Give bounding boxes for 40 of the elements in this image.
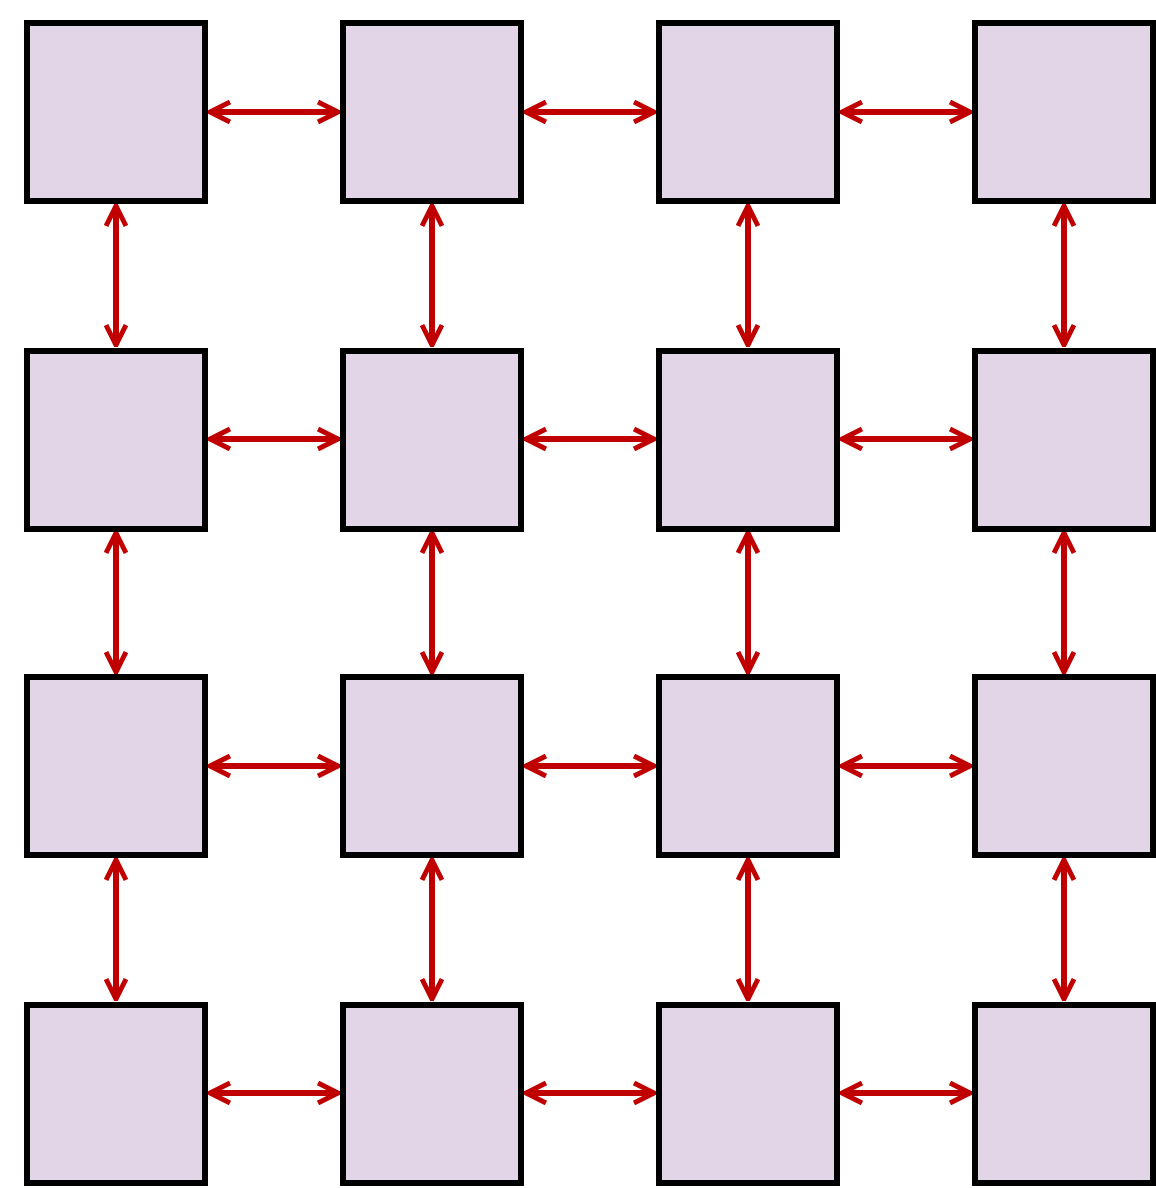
square-box (972, 347, 1156, 531)
double-arrow (839, 1080, 973, 1106)
square-box (656, 1001, 840, 1185)
double-arrow (103, 203, 129, 348)
square-box (340, 20, 524, 204)
double-arrow (735, 203, 761, 348)
double-arrow (735, 857, 761, 1002)
double-arrow (1051, 857, 1077, 1002)
double-arrow (839, 426, 973, 452)
square-box (972, 1001, 1156, 1185)
double-arrow (103, 857, 129, 1002)
square-box (656, 674, 840, 858)
square-box (24, 674, 208, 858)
double-arrow (523, 753, 657, 779)
double-arrow (419, 857, 445, 1002)
square-box (340, 674, 524, 858)
double-arrow (735, 530, 761, 675)
double-arrow (207, 1080, 341, 1106)
square-box (972, 20, 1156, 204)
double-arrow (1051, 203, 1077, 348)
square-box (656, 20, 840, 204)
double-arrow (207, 753, 341, 779)
double-arrow (419, 203, 445, 348)
double-arrow (1051, 530, 1077, 675)
double-arrow (523, 1080, 657, 1106)
square-box (340, 1001, 524, 1185)
double-arrow (103, 530, 129, 675)
double-arrow (207, 99, 341, 125)
square-box (972, 674, 1156, 858)
square-box (656, 347, 840, 531)
double-arrow (523, 426, 657, 452)
double-arrow (523, 99, 657, 125)
double-arrow (839, 99, 973, 125)
double-arrow (207, 426, 341, 452)
square-box (340, 347, 524, 531)
square-box (24, 1001, 208, 1185)
double-arrow (419, 530, 445, 675)
double-arrow (839, 753, 973, 779)
square-box (24, 20, 208, 204)
square-box (24, 347, 208, 531)
